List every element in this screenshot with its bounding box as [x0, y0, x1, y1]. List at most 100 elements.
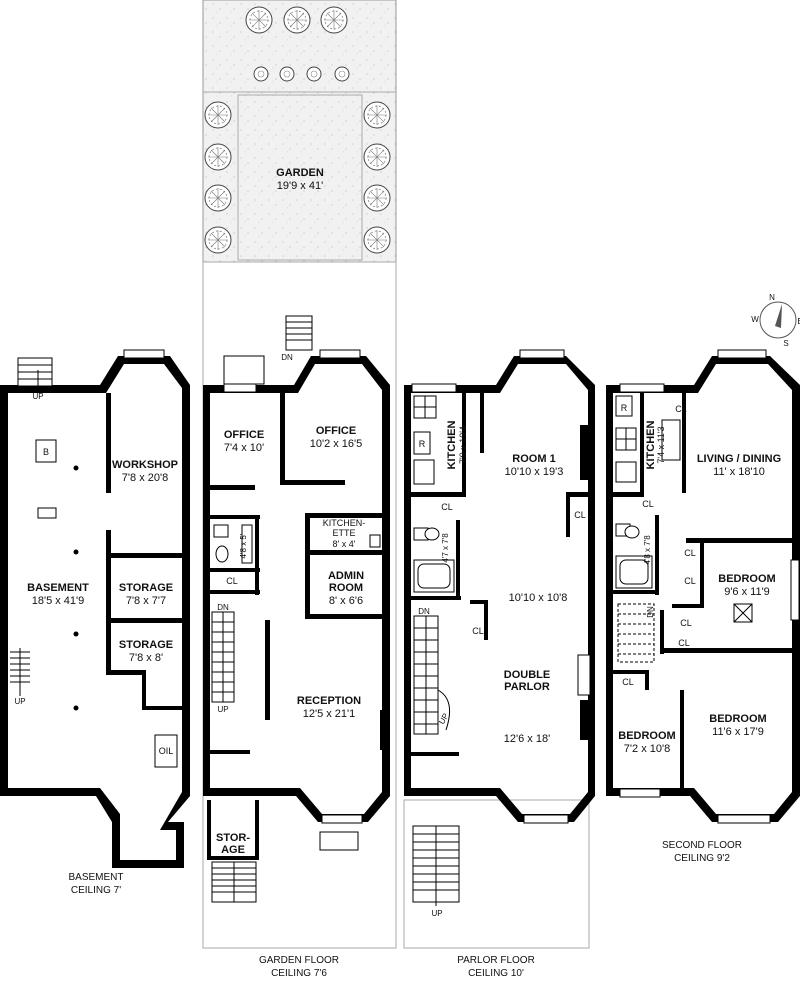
double-parlor-label2: PARLOR: [504, 681, 550, 693]
parlor-stair: [413, 615, 451, 735]
second-stair: [617, 603, 655, 663]
garden-dn-top: DN: [281, 353, 293, 362]
second-fridge: R: [621, 403, 628, 413]
office-left-label: OFFICE: [224, 429, 264, 441]
garden-label: GARDEN: [276, 167, 324, 179]
shrub-icon: [253, 66, 269, 82]
reception-dim: 12'5 x 21'1: [303, 708, 356, 720]
tree-icon: [363, 184, 391, 212]
parlor-up-stoop: UP: [431, 909, 442, 918]
parlor-kitchen-label: KITCHEN: [446, 421, 458, 470]
parlor-middle-dim: 10'10 x 10'8: [509, 592, 568, 604]
reception-label: RECEPTION: [297, 695, 361, 707]
boiler-label: B: [43, 447, 49, 457]
parlor-floor-ceiling: CEILING 10': [468, 968, 524, 979]
parlor-floor-caption: PARLOR FLOOR: [457, 955, 535, 966]
garden-bath-dim: 4'8 x 5': [239, 533, 248, 558]
bedroom-small-dim: 7'2 x 10'8: [624, 743, 670, 755]
basement-ceiling: CEILING 7': [71, 885, 121, 896]
office-right-label: OFFICE: [316, 425, 356, 437]
second-cl-1: CL: [675, 404, 687, 414]
garden-closet: CL: [226, 576, 238, 586]
parlor-cl-kitchen: CL: [441, 502, 453, 512]
garden-stair: [211, 611, 235, 703]
bedroom-large-label: BEDROOM: [709, 713, 766, 725]
admin-l1: ADMIN: [328, 570, 364, 582]
shrub-icon: [334, 66, 350, 82]
storage2-label: STORAGE: [119, 639, 173, 651]
living-dining-label: LIVING / DINING: [697, 453, 781, 465]
double-parlor-dim: 12'6 x 18': [504, 733, 550, 745]
kitchenette-dim: 8' x 4': [333, 539, 356, 549]
tree-icon: [204, 101, 232, 129]
compass-e: E: [797, 317, 800, 326]
second-kitchen-dim: 7'4 x 11'3: [656, 426, 666, 463]
living-dining-dim: 11' x 18'10: [713, 466, 765, 478]
compass-n: N: [769, 293, 775, 302]
tree-icon: [363, 226, 391, 254]
storage1-label: STORAGE: [119, 582, 173, 594]
bedroom-large-dim: 11'6 x 17'9: [712, 726, 764, 738]
tree-icon: [245, 6, 273, 34]
second-dn: DN: [646, 606, 655, 618]
garden-dn-stair: DN: [217, 603, 229, 612]
garden-floor-ceiling: CEILING 7'6: [271, 968, 327, 979]
garden-floor-plan: DN 4'8 x 5' CL DN UP OFFICE: [203, 315, 390, 979]
kitchenette-l2: ETTE: [332, 528, 355, 538]
second-bath-dim: 4'8 x 7'8: [643, 535, 652, 565]
second-cl-5: CL: [680, 618, 692, 628]
garden-area: GARDEN 19'9 x 41': [202, 0, 397, 263]
second-cl-6: CL: [678, 638, 690, 648]
garden-floor-caption: GARDEN FLOOR: [259, 955, 339, 966]
parlor-stoop: [412, 825, 460, 906]
parlor-up-stair: UP: [437, 712, 450, 726]
shrub-icon: [306, 66, 322, 82]
parlor-kitchen-dim: 7'9 x 10'4: [458, 426, 468, 464]
storage1-dim: 7'8 x 7'7: [126, 595, 166, 607]
tree-icon: [363, 101, 391, 129]
parlor-cl-right: CL: [574, 510, 586, 520]
admin-dim: 8' x 6'6: [329, 595, 363, 607]
compass-s: S: [783, 339, 788, 348]
tree-icon: [320, 6, 348, 34]
double-parlor-label: DOUBLE: [504, 669, 550, 681]
basement-plan: UP UP B OIL WORKSHOP 7'8 x 20'8 BASEMENT…: [0, 349, 190, 896]
second-floor-plan: R 4'8 x 7'8 CL CL CL CL CL CL CL DN: [606, 349, 800, 864]
admin-l2: ROOM: [329, 582, 363, 594]
office-right-dim: 10'2 x 16'5: [310, 438, 363, 450]
basement-up-top: UP: [32, 392, 43, 401]
second-floor-caption: SECOND FLOOR: [662, 840, 742, 851]
tree-icon: [204, 184, 232, 212]
basement-dim: 18'5 x 41'9: [32, 595, 85, 607]
workshop-label: WORKSHOP: [112, 459, 178, 471]
second-cl-4: CL: [684, 576, 696, 586]
parlor-floor-plan: R 4'7 x 7'8 CL CL CL DN UP UP: [404, 349, 595, 979]
second-cl-3: CL: [684, 548, 696, 558]
kitchenette-l1: KITCHEN-: [323, 518, 366, 528]
parlor-fridge: R: [419, 439, 426, 449]
tree-icon: [363, 143, 391, 171]
bedroom-mid-dim: 9'6 x 11'9: [724, 586, 770, 598]
parlor-cl-stair: CL: [472, 626, 484, 636]
basement-caption: BASEMENT: [68, 872, 123, 883]
storage-l2: AGE: [221, 844, 245, 856]
compass-icon: N S E W: [751, 293, 800, 348]
parlor-dn: DN: [418, 607, 430, 616]
garden-dim: 19'9 x 41': [277, 180, 323, 192]
basement-label: BASEMENT: [27, 582, 89, 594]
storage2-dim: 7'8 x 8': [129, 652, 163, 664]
garden-up-stair: UP: [217, 705, 228, 714]
bedroom-small-label: BEDROOM: [618, 730, 675, 742]
storage-l1: STOR-: [216, 832, 250, 844]
basement-stair: [10, 648, 30, 696]
shrub-icon: [279, 66, 295, 82]
second-cl-2: CL: [642, 499, 654, 509]
tree-icon: [204, 143, 232, 171]
basement-up-side: UP: [14, 697, 25, 706]
room1-label: ROOM 1: [512, 453, 555, 465]
storage-stair: [211, 861, 257, 903]
parlor-bath-dim: 4'7 x 7'8: [441, 533, 450, 563]
office-left-dim: 7'4 x 10': [224, 442, 264, 454]
second-kitchen-label: KITCHEN: [645, 421, 657, 470]
